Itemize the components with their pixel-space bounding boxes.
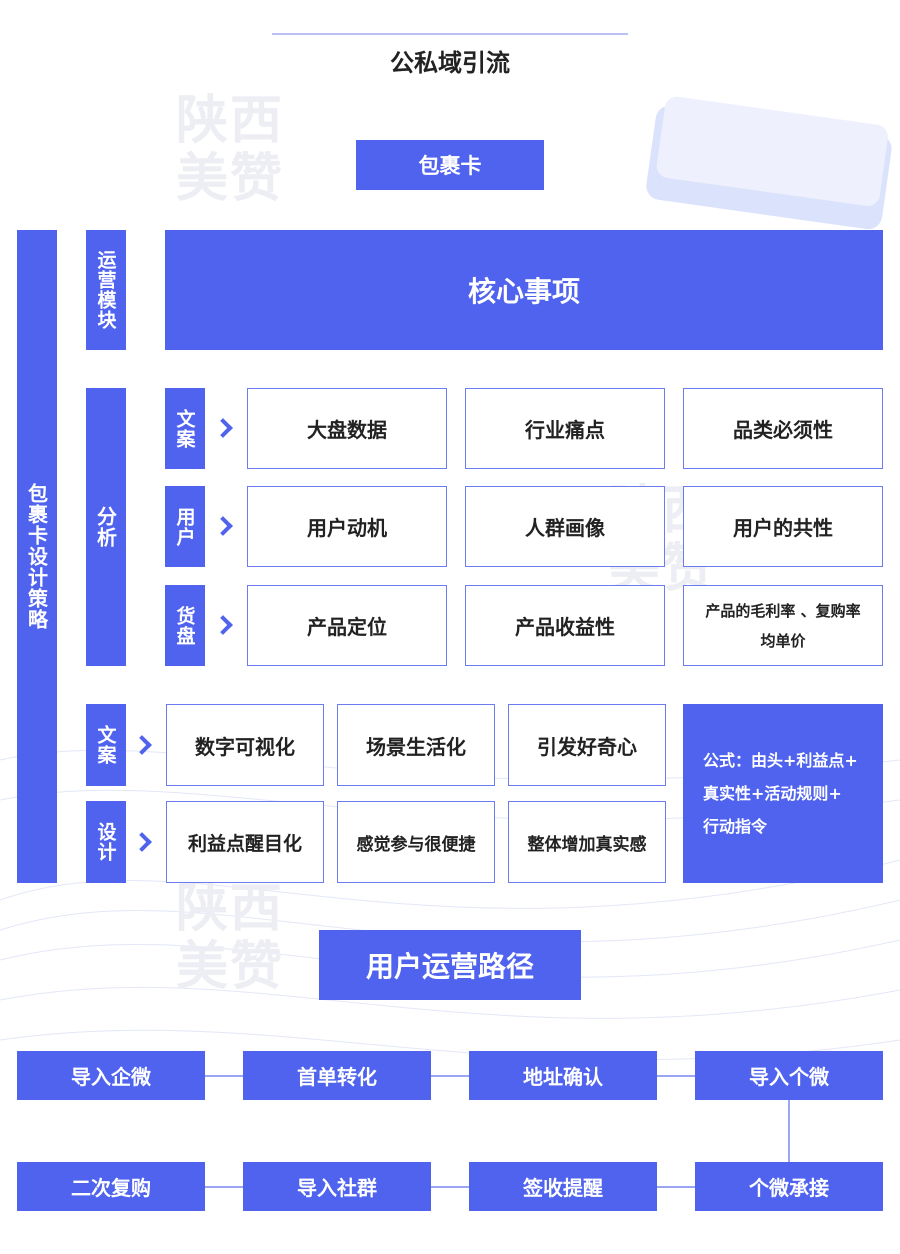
copy-row-label: 文案 [86, 704, 126, 786]
design-cell: 利益点醒目化 [166, 801, 324, 883]
header-rule [272, 33, 628, 35]
analysis-row-label: 货盘 [165, 585, 205, 666]
design-cell: 感觉参与很便捷 [337, 801, 495, 883]
path-step: 签收提醒 [469, 1162, 657, 1211]
strategy-side-label: 包裹卡设计策略 [17, 230, 57, 883]
analysis-cell: 产品的毛利率 、复购率 均单价 [683, 585, 883, 666]
watermark: 陕西美赞 [176, 879, 285, 997]
analysis-cell: 用户动机 [247, 486, 447, 567]
package-card-label: 包裹卡 [356, 140, 544, 190]
analysis-cell: 用户的共性 [683, 486, 883, 567]
path-connector [205, 1075, 243, 1077]
copy-cell: 数字可视化 [166, 704, 324, 786]
design-cell: 整体增加真实感 [508, 801, 666, 883]
formula-box: 公式：由头+利益点+ 真实性+活动规则+ 行动指令 [683, 704, 883, 883]
path-connector [788, 1100, 790, 1162]
path-step: 导入社群 [243, 1162, 431, 1211]
formula-line: 公式：由头+利益点+ [703, 751, 858, 770]
copy-cell: 引发好奇心 [508, 704, 666, 786]
path-connector [431, 1075, 469, 1077]
path-step: 地址确认 [469, 1051, 657, 1100]
analysis-cell: 产品收益性 [465, 585, 665, 666]
analysis-label: 分析 [86, 388, 126, 666]
analysis-cell: 品类必须性 [683, 388, 883, 469]
analysis-cell: 行业痛点 [465, 388, 665, 469]
core-items-header: 核心事项 [165, 230, 883, 350]
path-step: 二次复购 [17, 1162, 205, 1211]
analysis-cell-line: 均单价 [760, 631, 806, 650]
analysis-row-label: 用户 [165, 486, 205, 567]
path-connector [657, 1075, 695, 1077]
path-step: 导入个微 [695, 1051, 883, 1100]
path-step: 个微承接 [695, 1162, 883, 1211]
path-connector [657, 1186, 695, 1188]
path-step: 首单转化 [243, 1051, 431, 1100]
analysis-cell: 人群画像 [465, 486, 665, 567]
formula-line: 行动指令 [703, 817, 768, 836]
path-connector [431, 1186, 469, 1188]
page-title: 公私域引流 [390, 48, 510, 77]
user-path-title: 用户运营路径 [319, 930, 581, 1000]
path-connector [205, 1186, 243, 1188]
ops-module-label: 运营模块 [86, 230, 126, 350]
design-row-label: 设计 [86, 801, 126, 883]
analysis-cell-line: 产品的毛利率 、复购率 [705, 601, 861, 620]
watermark: 陕西美赞 [176, 91, 285, 209]
path-step: 导入企微 [17, 1051, 205, 1100]
analysis-row-label: 文案 [165, 388, 205, 469]
copy-cell: 场景生活化 [337, 704, 495, 786]
formula-line: 真实性+活动规则+ [703, 784, 842, 803]
analysis-cell: 产品定位 [247, 585, 447, 666]
analysis-cell: 大盘数据 [247, 388, 447, 469]
